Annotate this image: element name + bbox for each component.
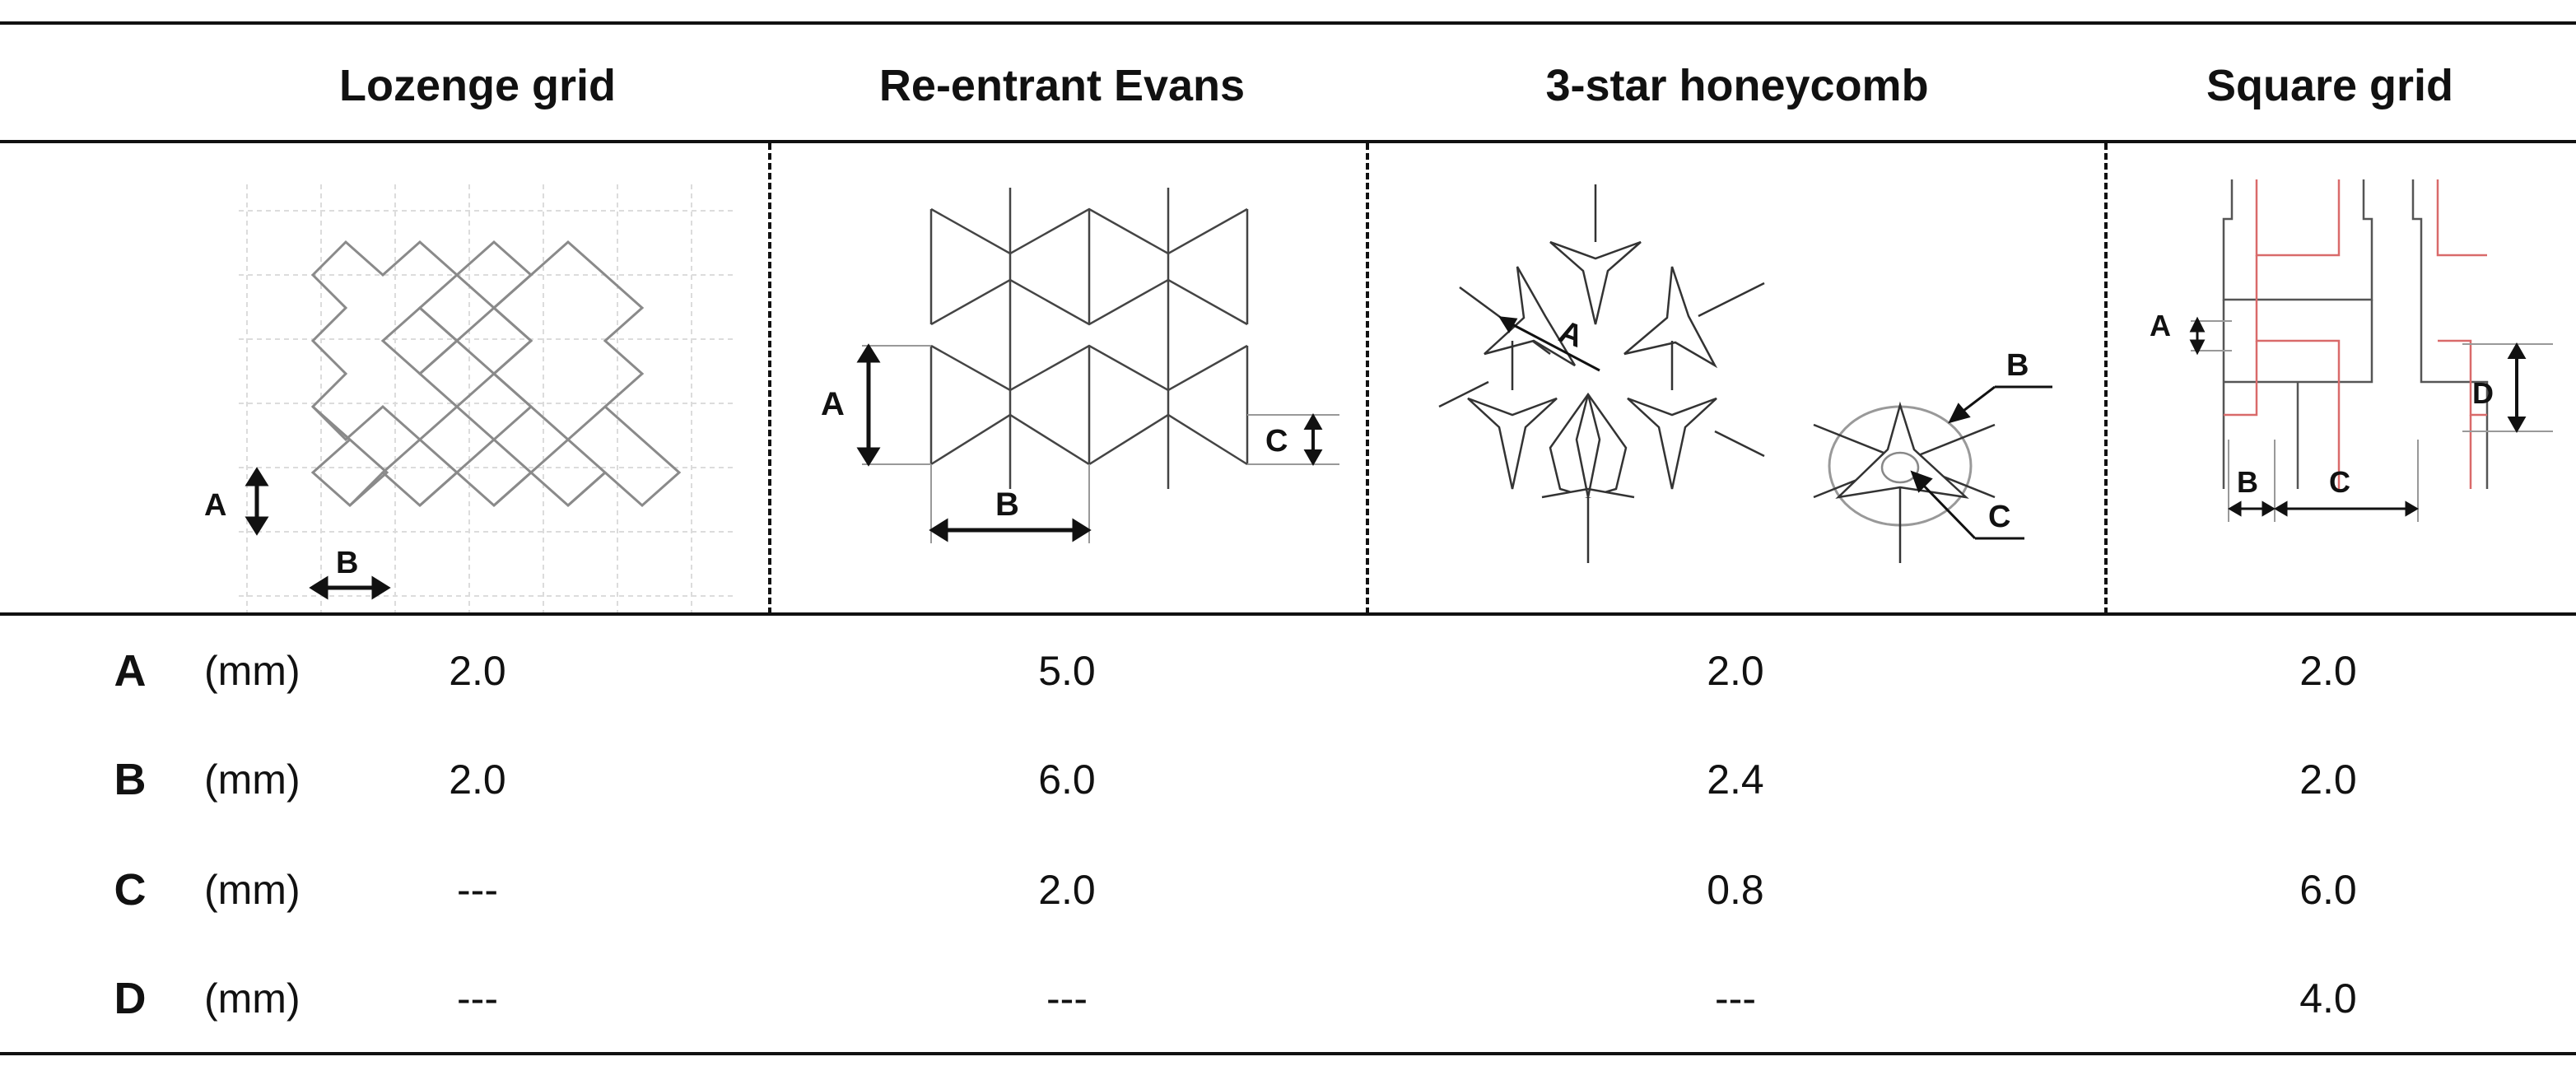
cell-square: 2.0 [2299,756,2357,803]
column-header-lozenge: Lozenge grid [339,61,616,110]
cell-lozenge: --- [457,867,498,913]
column-separator-1 [768,143,771,614]
square-label-C: C [2329,465,2350,499]
diagram-rule [0,612,2576,616]
column-header-square: Square grid [2206,61,2454,110]
square-label-A: A [2150,309,2171,342]
header-rule [0,140,2576,143]
star-label-B: B [2006,348,2029,383]
evans-label-A: A [821,386,845,422]
column-separator-3 [2104,143,2108,614]
evans-dimension-C [1303,412,1323,467]
cell-evans: 5.0 [1038,648,1096,694]
square-grid-svg: A B C D [2150,179,2553,522]
square-extension-lines [2191,320,2553,522]
evans-cells [929,188,1249,489]
row-unit: (mm) [204,648,300,694]
star-label-C: C [1988,500,2010,534]
reentrant-evans-svg: A B C [821,188,1339,543]
square-dimension-B [2228,500,2276,517]
square-label-D: D [2472,376,2494,410]
bottom-rule [0,1052,2576,1055]
row-unit: (mm) [204,756,300,803]
cell-square: 4.0 [2299,975,2357,1022]
evans-label-B: B [995,486,1019,523]
square-dimension-C [2274,500,2419,517]
square-dimension-A [2189,316,2206,356]
cell-star: 0.8 [1707,867,1764,913]
star-label-A: A [1554,314,1587,355]
top-rule [0,21,2576,25]
cell-star: 2.0 [1707,648,1764,694]
lozenge-label-A: A [204,488,226,523]
cell-lozenge: 2.0 [449,756,506,803]
row-unit: (mm) [204,975,300,1022]
row-param: C [114,865,147,915]
row-param: D [114,974,147,1023]
cell-lozenge: --- [457,975,498,1022]
evans-label-C: C [1265,424,1288,459]
row-unit: (mm) [204,867,300,913]
star-detail [1813,401,1996,563]
cell-square: 6.0 [2299,867,2357,913]
evans-dimension-B [929,518,1092,542]
lozenge-background-grid [239,184,733,612]
column-header-evans: Re-entrant Evans [878,61,1246,110]
lozenge-dimension-A [245,467,269,536]
row-param: A [114,646,147,696]
column-header-star: 3-star honeycomb [1545,61,1929,110]
square-grid-diagram: A B C D [2108,143,2569,614]
evans-dimension-A [856,343,881,467]
square-grid-dark-path [2222,179,2489,489]
star-dimension-C [1910,470,2024,540]
star-cells [1438,184,1765,563]
reentrant-evans-diagram: A B C [771,143,1363,614]
star-dimension-A [1498,316,1600,372]
star-honeycomb-diagram: A B C [1369,143,2101,614]
cell-evans: 6.0 [1038,756,1096,803]
cell-lozenge: 2.0 [449,648,506,694]
cell-star: --- [1715,975,1756,1022]
square-label-B: B [2237,465,2258,499]
lozenge-dimension-B [309,575,391,600]
star-honeycomb-svg: A B C [1438,184,2052,563]
cell-evans: 2.0 [1038,867,1096,913]
square-dimension-D [2507,342,2527,434]
star-dimension-B [1948,385,2052,424]
cell-star: 2.4 [1707,756,1764,803]
row-param: B [114,755,147,804]
lozenge-grid-diagram: A B [165,143,766,614]
cell-evans: --- [1046,975,1088,1022]
cell-square: 2.0 [2299,648,2357,694]
square-grid-red-path [2224,179,2487,489]
lozenge-cells [310,240,682,508]
lozenge-label-B: B [336,546,358,580]
column-separator-2 [1366,143,1369,614]
lozenge-grid-svg: A B [204,184,733,612]
